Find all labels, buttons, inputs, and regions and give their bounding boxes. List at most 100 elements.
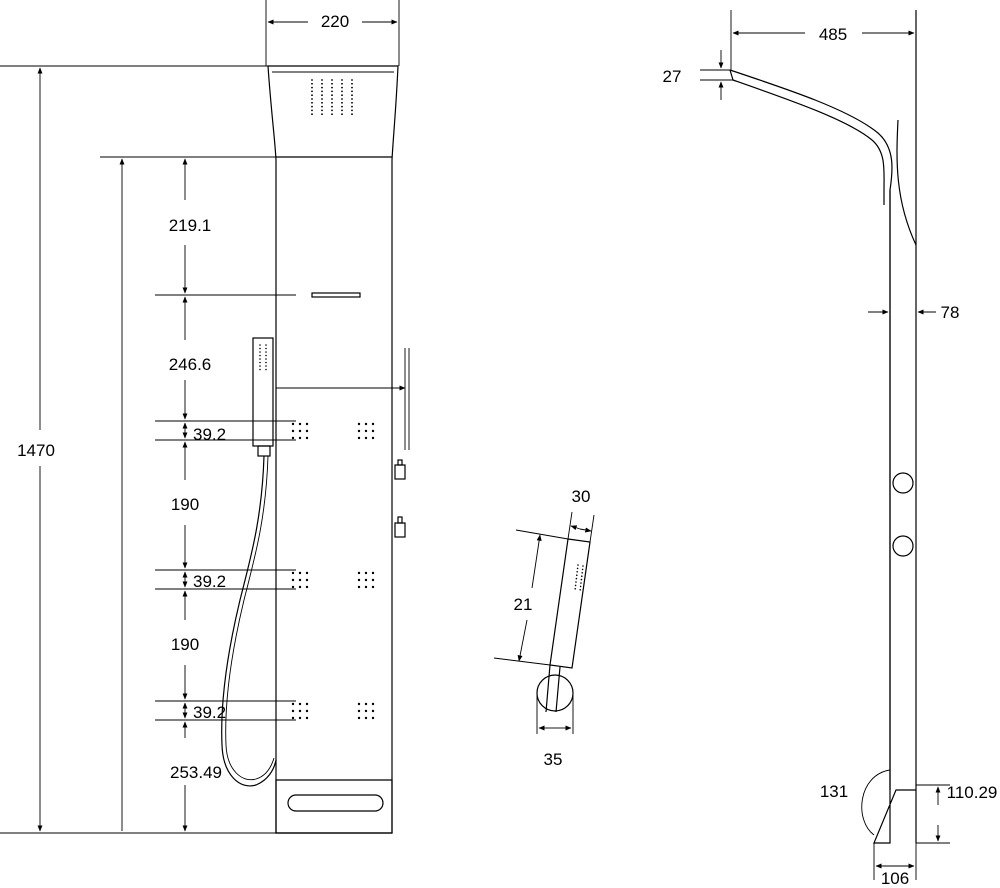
hd-width-arrow	[570, 525, 581, 531]
hd-width-arrow-2	[579, 527, 592, 533]
jet-nozzle	[371, 436, 375, 440]
hand-detail-nozzle	[580, 578, 583, 581]
rain-nozzle	[321, 82, 323, 85]
jet-nozzle	[371, 429, 375, 433]
side-panel-top	[729, 69, 885, 205]
jet-nozzle	[357, 436, 361, 440]
sv-radius-label: 131	[820, 782, 848, 801]
panel-outline	[267, 65, 399, 834]
hd-length-arrow	[531, 534, 542, 589]
hd-ext-b	[589, 514, 595, 543]
rain-nozzle	[341, 101, 343, 104]
jet-nozzle	[298, 585, 302, 589]
jet-nozzle	[364, 429, 368, 433]
valve-knob-1-cap	[397, 459, 403, 466]
hand-detail-nozzle	[581, 568, 584, 571]
sv-projection-label: 485	[819, 25, 847, 44]
hand-detail-nozzle	[576, 571, 578, 573]
rain-nozzle	[311, 105, 313, 108]
hand-shower-nozzles	[259, 344, 267, 371]
jet-nozzle	[298, 716, 302, 720]
jet-nozzle	[364, 571, 368, 575]
hand-nozzle	[259, 365, 261, 367]
hand-detail-body	[549, 538, 591, 669]
hand-nozzle	[265, 344, 267, 346]
rain-nozzle	[331, 79, 333, 81]
hand-nozzle	[265, 365, 267, 367]
bottom-tray-slot	[287, 794, 384, 812]
jet-nozzle	[305, 578, 309, 582]
spacing-1-label: 190	[171, 495, 199, 514]
holder-stem-left	[545, 664, 551, 713]
sv-base-depth-label: 106	[881, 869, 909, 888]
hose-inner	[225, 455, 275, 781]
jet-nozzle	[291, 709, 295, 713]
jet-nozzle	[364, 585, 368, 589]
hand-detail-nozzle	[575, 581, 577, 583]
jet-nozzle	[291, 436, 295, 440]
valve-knob-2-cap	[397, 516, 403, 524]
rain-nozzle	[331, 105, 333, 108]
jet-nozzle	[357, 422, 361, 426]
rain-nozzle	[331, 98, 333, 100]
jet-nozzle	[357, 585, 361, 589]
hand-shower-head	[252, 337, 274, 447]
hand-nozzle	[259, 368, 261, 371]
jet-nozzle	[357, 578, 361, 582]
body-jets	[291, 422, 375, 720]
jet-nozzle	[371, 422, 375, 426]
rain-nozzle	[321, 101, 323, 104]
jet-nozzle	[298, 429, 302, 433]
jet-nozzle	[364, 709, 368, 713]
hand-nozzle	[259, 358, 261, 360]
rain-nozzle	[321, 105, 323, 108]
height-total-label: 1470	[17, 441, 55, 460]
hand-detail-nozzle	[581, 572, 583, 574]
hand-nozzle	[259, 354, 261, 357]
hand-nozzle	[265, 358, 267, 360]
side-view: 485 27 78 131 110.29 106	[663, 10, 998, 888]
rain-nozzle	[311, 109, 313, 112]
sv-base-height-label: 110.29	[947, 783, 998, 802]
rain-nozzle	[351, 105, 353, 108]
rain-nozzle	[331, 113, 333, 116]
jet-nozzle	[291, 585, 295, 589]
rain-nozzle	[341, 79, 343, 81]
jet-nozzle	[357, 709, 361, 713]
rain-nozzle	[331, 90, 333, 93]
hand-detail-nozzle	[580, 582, 582, 584]
sv-depth-label: 78	[941, 303, 960, 322]
jet-nozzle	[305, 716, 309, 720]
hand-nozzle	[259, 347, 261, 350]
spacing-2-label: 190	[171, 635, 199, 654]
jet-nozzle	[298, 702, 302, 706]
valve-knob-1	[394, 464, 406, 480]
rain-nozzle	[351, 82, 353, 85]
rain-nozzle	[341, 82, 343, 85]
rain-nozzle	[341, 113, 343, 116]
rain-nozzle	[331, 109, 333, 112]
jet-nozzle	[357, 571, 361, 575]
holder-stem-right	[555, 666, 561, 713]
hand-nozzle	[265, 368, 267, 371]
hand-shower-connector	[257, 445, 271, 457]
rain-nozzle	[321, 98, 323, 100]
jet-nozzle	[298, 422, 302, 426]
jet-nozzle	[298, 571, 302, 575]
jet-nozzle	[291, 429, 295, 433]
hand-detail-nozzle	[582, 565, 584, 567]
rain-nozzle	[311, 113, 313, 116]
jet-nozzle	[364, 436, 368, 440]
rain-nozzle	[311, 94, 313, 97]
rain-nozzle	[331, 82, 333, 85]
rain-nozzle	[341, 86, 343, 89]
rain-nozzle	[341, 94, 343, 97]
rain-nozzle	[351, 109, 353, 112]
rain-nozzle	[351, 86, 353, 89]
jet-height-2-label: 39.2	[193, 572, 226, 591]
rain-nozzle	[321, 90, 323, 93]
hand-detail-nozzle	[579, 589, 581, 591]
hand-nozzle	[265, 354, 267, 357]
hand-detail-nozzle	[577, 564, 579, 566]
